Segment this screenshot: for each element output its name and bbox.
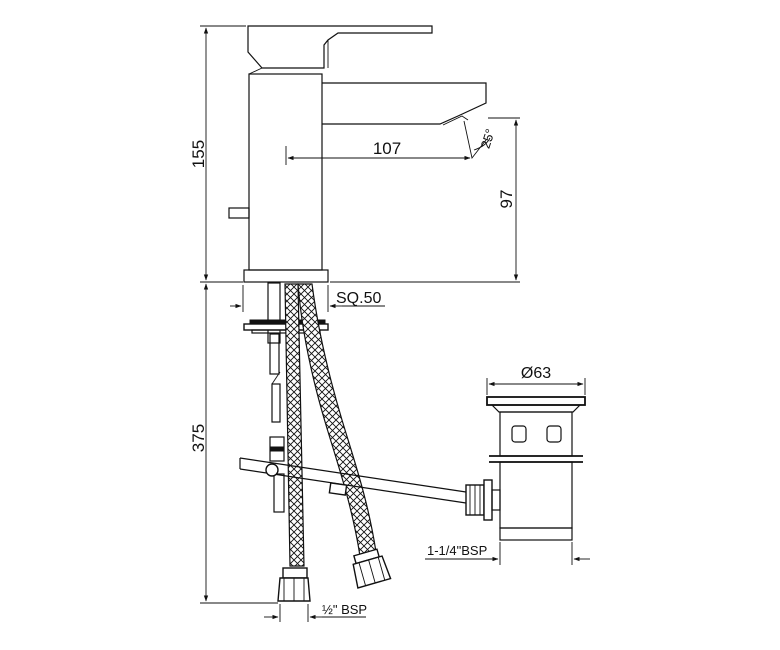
hose-right	[297, 283, 377, 557]
waste-valve	[465, 396, 586, 541]
waste-body	[499, 461, 573, 529]
dim-155: 155	[189, 140, 208, 168]
dim-waste-thread: 1-1/4"BSP	[427, 543, 487, 558]
dim-diameter: Ø63	[521, 365, 551, 382]
spout	[322, 82, 487, 125]
dim-hose-thread: ½" BSP	[322, 602, 367, 617]
dim-angle: 25°	[478, 127, 498, 150]
dimension-lines	[200, 25, 590, 622]
dim-sq50: SQ.50	[336, 290, 381, 307]
dim-107: 107	[373, 139, 401, 158]
hose-left	[284, 283, 305, 567]
aerator-angle	[463, 120, 487, 160]
threaded-shank	[267, 282, 281, 344]
underside-assembly	[239, 282, 467, 602]
mixer-tap	[228, 25, 487, 283]
popup-linkage	[239, 457, 467, 504]
popup-rod	[228, 207, 250, 219]
waste-cap	[486, 396, 586, 406]
dim-97: 97	[497, 190, 516, 209]
waste-thread	[499, 527, 573, 541]
base-plate	[243, 269, 329, 283]
lever-handle	[247, 25, 433, 69]
dim-375: 375	[189, 424, 208, 452]
body-column	[248, 73, 323, 271]
